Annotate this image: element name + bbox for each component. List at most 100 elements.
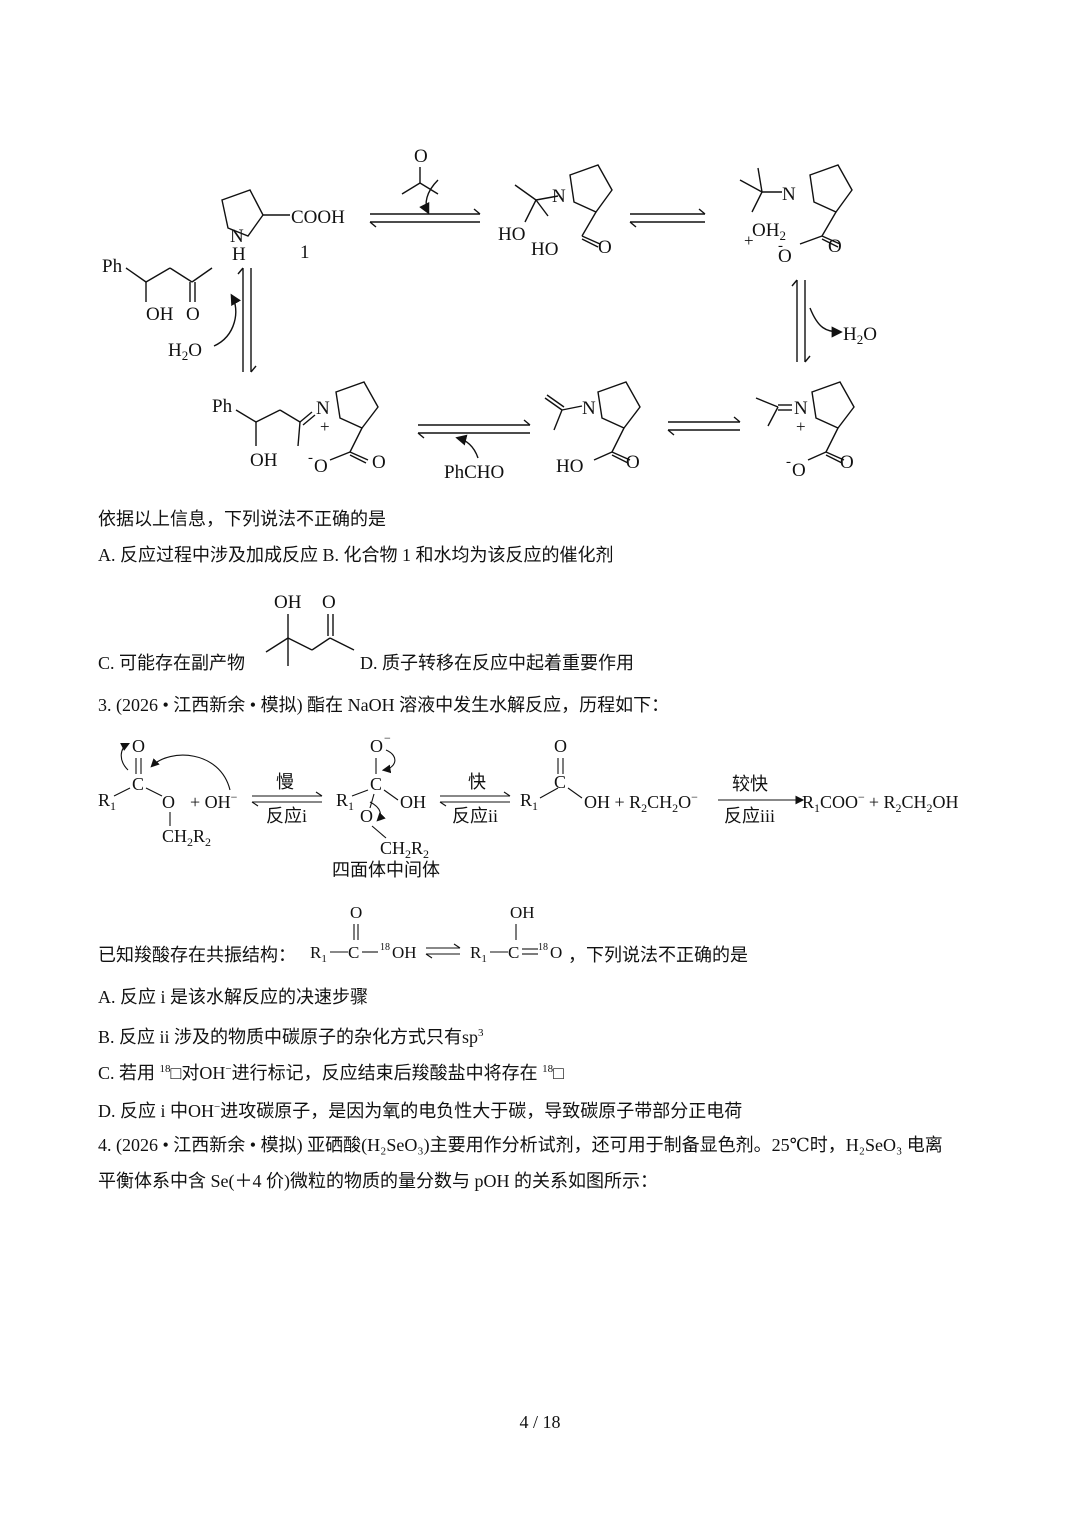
- equilibrium-dehydration: H2O: [791, 279, 877, 363]
- oh2-subscript: 2: [779, 228, 786, 243]
- ester-c-label: C: [132, 774, 144, 794]
- question2-option-c: C. 可能存在副产物: [98, 653, 246, 673]
- ti-r-label: R: [336, 790, 348, 810]
- question2-prompt: 依据以上信息，下列说法不正确的是: [98, 509, 386, 529]
- question3-option-c: C. 若用 18□对OH−进行标记，反应结束后羧酸盐中将存在 18□: [98, 1063, 564, 1083]
- equilibrium-2: [629, 208, 706, 228]
- iminium-n-label: N: [794, 398, 808, 419]
- question4-line2: 平衡体系中含 Se(＋4 价)微粒的物质的量分数与 pOH 的关系如图所示：: [98, 1171, 658, 1191]
- protonated-hemiaminal-structure: N OH2 + O - O: [739, 164, 853, 267]
- svg-text:18: 18: [538, 942, 548, 953]
- step1-bottom-label: 反应i: [266, 806, 307, 826]
- water-h-label: H: [843, 324, 857, 345]
- equilibrium-phcho: PhCHO: [417, 419, 531, 483]
- byproduct-structure: OH O: [265, 592, 355, 666]
- enamine-n-label: N: [582, 398, 596, 419]
- aldol-n-label: N: [316, 398, 330, 419]
- scheme-proline-aldol-cycle: COOH N H 1 O N HO HO O: [102, 146, 877, 483]
- proline-structure: COOH N H 1: [221, 189, 345, 265]
- step3-arrow: 较快 反应iii: [718, 774, 805, 826]
- question3-option-d: D. 反应 i 中OH−进攻碳原子，是因为氧的电负性大于碳，导致碳原子带部分正电…: [98, 1101, 743, 1121]
- aldol-carbonyl-o: O: [372, 452, 386, 473]
- step1-arrows: 慢 反应i: [251, 772, 323, 826]
- aldol-plus: +: [320, 417, 330, 436]
- ti-o-label: O: [360, 806, 373, 826]
- water-o-label: O: [863, 324, 877, 345]
- iminium-carboxylate-o: O: [792, 460, 806, 481]
- oxonium-plus: +: [744, 231, 754, 250]
- svg-text:O: O: [350, 903, 362, 922]
- hydrolysis-water-h: H: [168, 340, 182, 361]
- svg-text:OH + R2CH2O−: OH + R2CH2O−: [584, 790, 698, 815]
- byproduct-oh-label: OH: [274, 592, 302, 613]
- carbonyl-o-label: O: [828, 236, 842, 257]
- question3-stem: 3. (2026 • 江西新余 • 模拟) 酯在 NaOH 溶液中发生水解反应，…: [98, 695, 670, 715]
- resonance-suffix: ，下列说法不正确的是: [568, 945, 748, 965]
- enamine-ho-label: HO: [556, 456, 583, 477]
- carboxylate-minus: -: [778, 238, 783, 254]
- byproduct-o-label: O: [322, 592, 336, 613]
- ti-c-label: C: [370, 774, 382, 794]
- intermediate-label: 四面体中间体: [332, 860, 440, 880]
- hydrolysis-water-o: O: [188, 340, 202, 361]
- svg-text:R1: R1: [470, 943, 487, 965]
- aldol-carboxylate-o: O: [314, 456, 328, 477]
- carboxylate-o-label: O: [778, 246, 792, 267]
- step3-bottom-label: 反应iii: [724, 806, 775, 826]
- svg-text:CH2R2: CH2R2: [162, 826, 211, 849]
- svg-text:OH: OH: [510, 903, 535, 922]
- hemiaminal-ho2-label: HO: [531, 239, 558, 260]
- svg-text:R1: R1: [336, 790, 354, 813]
- ester-r-label: R: [98, 790, 110, 810]
- product-o-label: O: [186, 304, 200, 325]
- oh2-label: OH: [752, 220, 780, 241]
- svg-text:O: O: [550, 943, 562, 962]
- svg-text:+ OH−: + OH−: [190, 790, 238, 812]
- hemiaminal-structure: N HO HO O: [498, 164, 613, 260]
- acid-alkoxide-products: R1 O C OH + R2CH2O−: [520, 736, 698, 815]
- svg-text:−: −: [384, 731, 391, 745]
- tetrahedral-intermediate: O − C R1 OH O CH2R2 四面体中间体: [332, 731, 440, 880]
- aldol-product-structure: Ph OH O: [102, 256, 213, 325]
- svg-text:C: C: [508, 943, 519, 962]
- question3-option-a: A. 反应 i 是该水解反应的决速步骤: [98, 987, 368, 1007]
- hemiaminal-n-label: N: [552, 186, 566, 207]
- hydroxide-label: + OH: [190, 792, 231, 812]
- resonance-structures: R1 C O 18 OH R1 C OH 18 O: [310, 903, 562, 965]
- iminium-plus: +: [796, 417, 806, 436]
- proline-n-label: N: [230, 226, 244, 247]
- question2-options-ab: A. 反应过程中涉及加成反应 B. 化合物 1 和水均为该反应的催化剂: [98, 545, 614, 565]
- equilibrium-acetone: O: [369, 146, 481, 228]
- aldol-carboxylate-minus: -: [308, 450, 313, 466]
- proline-h-label: H: [232, 244, 246, 265]
- svg-text:H2O: H2O: [168, 340, 202, 363]
- svg-text:R1: R1: [310, 943, 327, 965]
- svg-text:C: C: [348, 943, 359, 962]
- svg-text:O: O: [554, 736, 567, 756]
- acetone-o-label: O: [414, 146, 428, 167]
- enamine-structure: N HO O: [544, 381, 641, 477]
- svg-text:OH: OH: [392, 943, 417, 962]
- iminium-carboxylate-minus: -: [786, 454, 791, 470]
- ester-o-top: O: [132, 736, 145, 756]
- question3-option-b: B. 反应 ii 涉及的物质中碳原子的杂化方式只有sp3: [98, 1027, 484, 1047]
- aldol-oh-label: OH: [250, 450, 278, 471]
- svg-text:R1: R1: [520, 790, 538, 813]
- ti-o-top: O: [370, 736, 383, 756]
- product-oh-label: OH: [146, 304, 174, 325]
- enamine-o-label: O: [626, 452, 640, 473]
- hydrolysis-water-sub: 2: [182, 348, 189, 363]
- cooh-label: COOH: [291, 207, 345, 228]
- step2-top-label: 快: [468, 772, 486, 792]
- svg-text:CH2R2: CH2R2: [380, 838, 429, 861]
- step3-top-label: 较快: [732, 774, 768, 794]
- final-products-label: COO: [820, 792, 858, 812]
- question2-option-d: D. 质子转移在反应中起着重要作用: [360, 653, 634, 673]
- step1-top-label: 慢: [276, 772, 294, 792]
- step2-bottom-label: 反应ii: [452, 806, 498, 826]
- iminium-structure: N + O - O: [755, 381, 855, 481]
- aldol-iminium-structure: Ph OH N + O - O: [212, 381, 386, 477]
- ester-r-sub: 1: [110, 799, 116, 813]
- ester-o-label: O: [162, 792, 175, 812]
- ti-oh-label: OH: [400, 792, 426, 812]
